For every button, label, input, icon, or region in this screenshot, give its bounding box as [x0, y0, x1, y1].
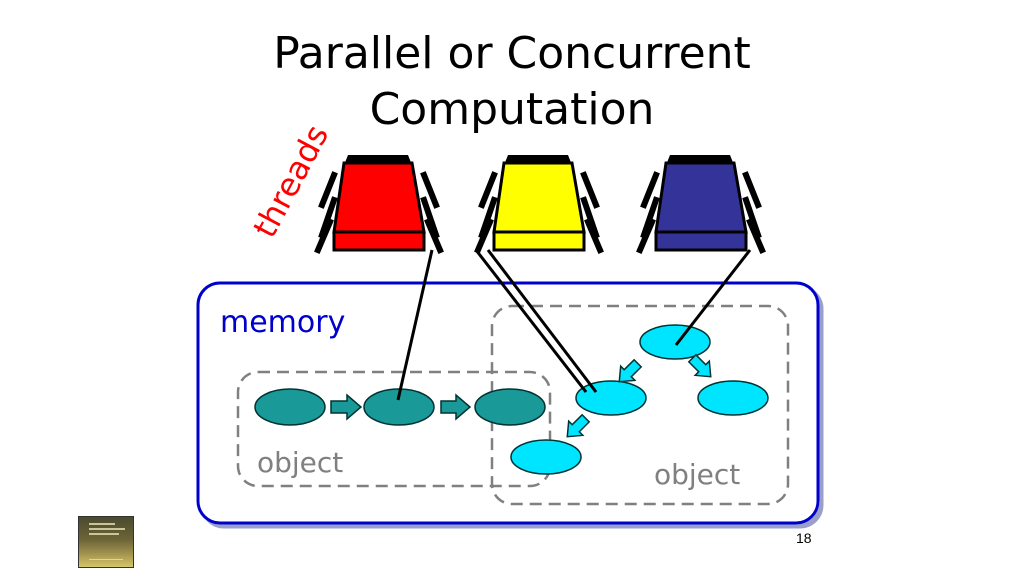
list-arrow-1	[330, 393, 363, 421]
red-thread-pointer	[396, 249, 434, 401]
slide-number: 18	[796, 530, 812, 546]
yellow-thread-pointer-b	[486, 249, 598, 393]
list-node-1	[254, 388, 326, 426]
object-label-right: object	[654, 458, 740, 491]
tree-node-left	[575, 380, 647, 416]
thread-yellow	[474, 155, 604, 254]
memory-label: memory	[220, 305, 345, 340]
tree-node-leaf	[510, 439, 582, 475]
tree-arrow-root-right	[687, 353, 712, 378]
blue-thread-pointer	[674, 249, 752, 346]
tree-node-right	[697, 380, 769, 416]
slide-title-line-2: Computation	[369, 84, 655, 135]
thread-red	[314, 155, 444, 254]
object-label-left: object	[257, 446, 343, 479]
yellow-thread-pointer-a	[474, 249, 588, 393]
list-node-3	[474, 388, 546, 426]
thread-blue	[636, 155, 766, 254]
list-arrow-2	[440, 393, 472, 421]
tree-arrow-left-leaf	[566, 413, 591, 438]
object-box-left	[236, 370, 552, 488]
book-cover-thumbnail	[78, 516, 134, 568]
tree-arrow-root-left	[618, 358, 643, 383]
slide-title-line-1: Parallel or Concurrent	[273, 28, 751, 79]
tree-node-root	[639, 324, 711, 360]
